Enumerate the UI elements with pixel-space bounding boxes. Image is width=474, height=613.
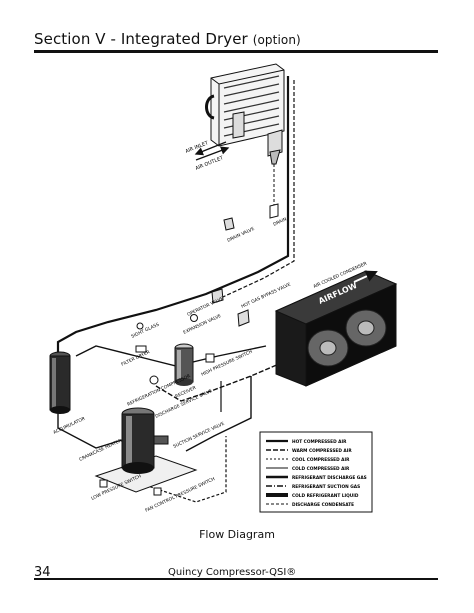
- air-inlet-label: AIR INLET: [185, 140, 211, 155]
- sight-glass-label: SIGHT GLASS: [130, 322, 160, 340]
- page-title: Section V - Integrated Dryer (option): [34, 30, 301, 48]
- section-title: Section V - Integrated Dryer: [34, 30, 248, 48]
- footer-brand: Quincy Compressor-QSI®: [168, 567, 297, 578]
- footer-rule: [34, 578, 438, 580]
- legend-hot-compressed-air: HOT COMPRESSED AIR: [292, 439, 347, 445]
- page-number: 34: [34, 565, 51, 580]
- heat-exchanger: [205, 63, 285, 165]
- header-rule: [34, 50, 438, 53]
- air-cooled-condenser: [274, 270, 398, 387]
- receiver: [174, 343, 194, 386]
- legend-cold-refrigerant-liquid: COLD REFRIGERANT LIQUID: [292, 493, 359, 499]
- legend-discharge-condensate: DISCHARGE CONDENSATE: [292, 502, 354, 508]
- accumulator: [49, 351, 71, 414]
- legend-cold-compressed-air: COLD COMPRESSED AIR: [292, 466, 350, 472]
- drain-label: DRAIN: [272, 216, 287, 227]
- legend: HOT COMPRESSED AIR WARM COMPRESSED AIR C…: [259, 431, 373, 513]
- hot-gas-bypass-label: HOT GAS BYPASS VALVE: [240, 281, 292, 309]
- legend-cool-compressed-air: COOL COMPRESSED AIR: [292, 457, 350, 463]
- figure-caption: Flow Diagram: [199, 528, 275, 541]
- legend-refrigerant-suction-gas: REFRIGERANT SUCTION GAS: [292, 484, 360, 490]
- legend-warm-compressed-air: WARM COMPRESSED AIR: [292, 448, 352, 454]
- suction-valve-label: SUCTION SERVICE VALVE: [172, 421, 225, 450]
- air-outlet-label: AIR OUTLET: [195, 155, 226, 172]
- high-pressure-switch-label: HIGH PRESSURE SWITCH: [200, 349, 253, 378]
- refrigeration-compressor: [94, 407, 198, 493]
- section-title-option: (option): [252, 33, 301, 47]
- legend-refrigerant-discharge-gas: REFRIGERANT DISCHARGE GAS: [292, 475, 367, 481]
- flow-diagram: AIR INLET AIR OUTLET DRAIN DRAIN VALVE O…: [49, 63, 398, 514]
- refrigerant-piping: [56, 76, 295, 503]
